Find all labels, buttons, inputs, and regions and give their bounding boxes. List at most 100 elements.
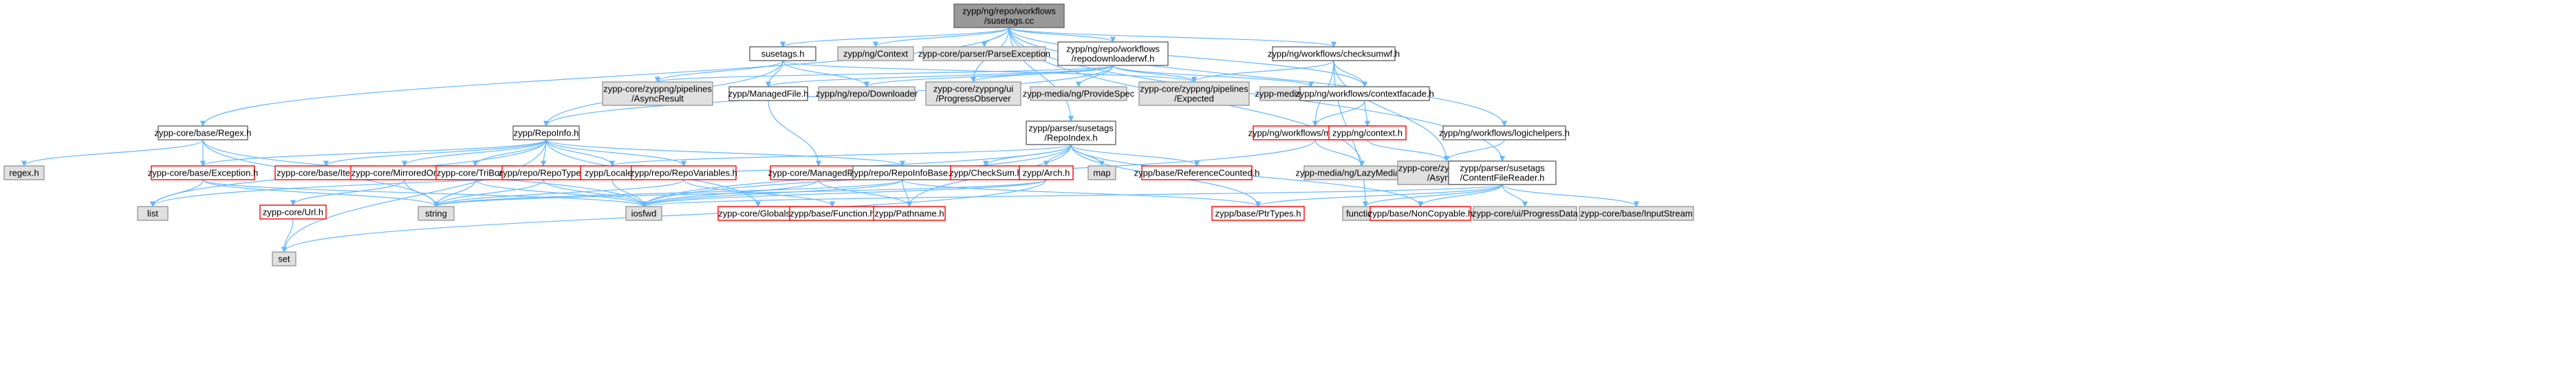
node-iosfwd[interactable]: iosfwd xyxy=(625,206,662,221)
edge-repoinfobase-to-pathname xyxy=(902,179,913,207)
node-box xyxy=(818,86,916,101)
node-box xyxy=(512,125,580,140)
node-regex-h[interactable]: zypp-core/base/Regex.h xyxy=(155,125,252,140)
node-regex-sys[interactable]: regex.h xyxy=(3,165,45,180)
edge-exception_h-to-string xyxy=(202,179,440,207)
node-repodownloaderwf[interactable]: zypp/ng/repo/workflows/repodownloaderwf.… xyxy=(1057,41,1169,66)
node-susetags-h[interactable]: susetags.h xyxy=(749,46,816,61)
node-label: zypp/base/PtrTypes.h xyxy=(1215,209,1301,219)
node-label: zypp/ManagedFile.h xyxy=(728,89,808,99)
node-label: zypp/base/Function.h xyxy=(790,209,875,219)
node-box xyxy=(151,165,255,180)
node-contextfacade[interactable]: zypp/ng/workflows/contextfacade.h xyxy=(1295,86,1434,101)
node-label: /ProgressObserver xyxy=(935,94,1011,104)
node-box xyxy=(631,165,737,180)
node-refcounted[interactable]: zypp/base/ReferenceCounted.h xyxy=(1134,165,1260,180)
node-arch-h[interactable]: zypp/Arch.h xyxy=(1019,165,1074,180)
node-ngcontext[interactable]: zypp/ng/context.h xyxy=(1328,125,1407,140)
node-label: /susetags.cc xyxy=(984,16,1035,26)
edge-contextfacade-to-mediafacade xyxy=(1312,100,1365,127)
node-label: zypp/ng/repo/Downloader xyxy=(816,89,918,99)
edge-repodownloaderwf-to-providespec xyxy=(1075,65,1114,87)
node-parseexception[interactable]: zypp-core/parser/ParseException xyxy=(918,46,1050,61)
node-mirroredorigin[interactable]: zypp-core/MirroredOrigin.h xyxy=(350,165,459,180)
node-box xyxy=(1442,125,1566,140)
node-repoinfo-h[interactable]: zypp/RepoInfo.h xyxy=(512,125,580,140)
node-ptrtypes[interactable]: zypp/base/PtrTypes.h xyxy=(1211,206,1305,221)
edge-repoinfo_h-to-repovariables xyxy=(545,139,687,167)
node-managedfile-h[interactable]: zypp/ManagedFile.h xyxy=(728,86,809,101)
dependency-nodes: zypp/ng/repo/workflows/susetags.cc suseta… xyxy=(3,3,1694,266)
edge-checksumwf-to-asyncop xyxy=(1333,60,1450,162)
node-repotype[interactable]: zypp/repo/RepoType.h xyxy=(499,165,589,180)
node-list[interactable]: list xyxy=(137,206,169,221)
node-context[interactable]: zypp/ng/Context xyxy=(837,46,914,61)
node-label: zypp/RepoInfo.h xyxy=(514,128,579,138)
node-box xyxy=(602,81,713,106)
node-box xyxy=(873,206,946,221)
node-label: zypp/base/ReferenceCounted.h xyxy=(1134,168,1260,178)
edge-exception_h-to-iosfwd xyxy=(202,179,647,207)
edge-regex_h-to-regex_sys xyxy=(21,139,204,167)
node-checksumwf[interactable]: zypp/ng/workflows/checksumwf.h xyxy=(1268,46,1400,61)
node-pathname[interactable]: zypp/Pathname.h xyxy=(873,206,946,221)
edge-repoinfo_h-to-exception_h xyxy=(199,139,547,167)
node-box xyxy=(837,46,914,61)
node-repovariables[interactable]: zypp/repo/RepoVariables.h xyxy=(630,165,737,180)
node-contentfilereader[interactable]: zypp/parser/susetags/ContentFileReader.h xyxy=(1448,160,1557,185)
node-label: zypp-core/base/InputStream xyxy=(1580,209,1692,219)
node-box xyxy=(1328,125,1407,140)
node-string[interactable]: string xyxy=(418,206,455,221)
node-box xyxy=(922,46,1046,61)
node-providespec[interactable]: zypp-media/ng/ProvideSpec xyxy=(1023,86,1135,101)
node-map[interactable]: map xyxy=(1087,165,1116,180)
node-logichelpers[interactable]: zypp/ng/workflows/logichelpers.h xyxy=(1439,125,1570,140)
node-label: set xyxy=(278,254,290,264)
node-url-h[interactable]: zypp-core/Url.h xyxy=(259,204,327,220)
node-box xyxy=(625,206,662,221)
edge-contentfilereader-to-noncopyable xyxy=(1417,184,1503,207)
node-label: zypp/ng/workflows/contextfacade.h xyxy=(1295,89,1434,99)
edge-repotype-to-iosfwd xyxy=(543,179,647,207)
node-label: zypp-media/ng/LazyMediaHandle xyxy=(1296,168,1429,178)
node-box xyxy=(1272,46,1396,61)
edge-contentfilereader-to-iosfwd xyxy=(641,184,1503,207)
node-label: zypp/ng/context.h xyxy=(1332,128,1403,138)
edge-repoinfo_h-to-set xyxy=(281,139,547,253)
node-box xyxy=(1448,160,1557,185)
edge-contentfilereader-to-inputstream xyxy=(1502,184,1640,207)
node-label: zypp/parser/susetags xyxy=(1028,123,1114,134)
node-globals[interactable]: zypp-core/Globals.h xyxy=(717,206,799,221)
node-progressobserver[interactable]: zypp-core/zyppng/ui/ProgressObserver xyxy=(925,81,1021,106)
node-set[interactable]: set xyxy=(272,251,296,266)
node-checksum[interactable]: zypp/CheckSum.h xyxy=(949,165,1022,180)
edge-logichelpers-to-asyncop xyxy=(1443,139,1505,162)
node-asyncresult[interactable]: zypp-core/zyppng/pipelines/AsyncResult xyxy=(602,81,713,106)
edge-root-to-repoindex_h xyxy=(1008,27,1074,122)
edge-repoindex_h-to-refcounted xyxy=(1070,144,1200,167)
edge-repoinfo_h-to-iterator_h xyxy=(323,139,547,167)
node-label: zypp/CheckSum.h xyxy=(949,168,1022,178)
edge-root-to-contextfacade xyxy=(1008,27,1368,87)
node-box xyxy=(1019,165,1074,180)
node-function-h[interactable]: zypp/base/Function.h xyxy=(789,206,876,221)
node-repoindex-h[interactable]: zypp/parser/susetags/RepoIndex.h xyxy=(1026,120,1116,145)
edge-repoinfo_h-to-repotype xyxy=(540,139,547,167)
node-label: /RepoIndex.h xyxy=(1044,133,1097,143)
node-expected[interactable]: zypp-core/zyppng/pipelines/Expected xyxy=(1138,81,1250,106)
edge-coremanagedfile-to-pathname xyxy=(818,179,913,207)
node-label: zypp/Arch.h xyxy=(1023,168,1070,178)
node-tribool[interactable]: zypp-core/TriBool.h xyxy=(435,165,515,180)
node-repoinfobase[interactable]: zypp/repo/RepoInfoBase.h xyxy=(849,165,955,180)
node-inputstream[interactable]: zypp-core/base/InputStream xyxy=(1579,206,1694,221)
node-box xyxy=(259,204,327,220)
node-progressdata[interactable]: zypp-core/ui/ProgressData xyxy=(1472,206,1579,221)
edge-ngcontext-to-asyncop xyxy=(1367,139,1450,162)
node-label: susetags.h xyxy=(761,49,805,59)
node-root[interactable]: zypp/ng/repo/workflows/susetags.cc xyxy=(953,3,1065,28)
node-label: zypp-media/ng/ProvideSpec xyxy=(1023,89,1135,99)
node-downloader[interactable]: zypp/ng/repo/Downloader xyxy=(816,86,918,101)
node-exception-h[interactable]: zypp-core/base/Exception.h xyxy=(148,165,258,180)
node-noncopyable[interactable]: zypp/base/NonCopyable.h xyxy=(1368,206,1473,221)
node-box xyxy=(1299,86,1430,101)
